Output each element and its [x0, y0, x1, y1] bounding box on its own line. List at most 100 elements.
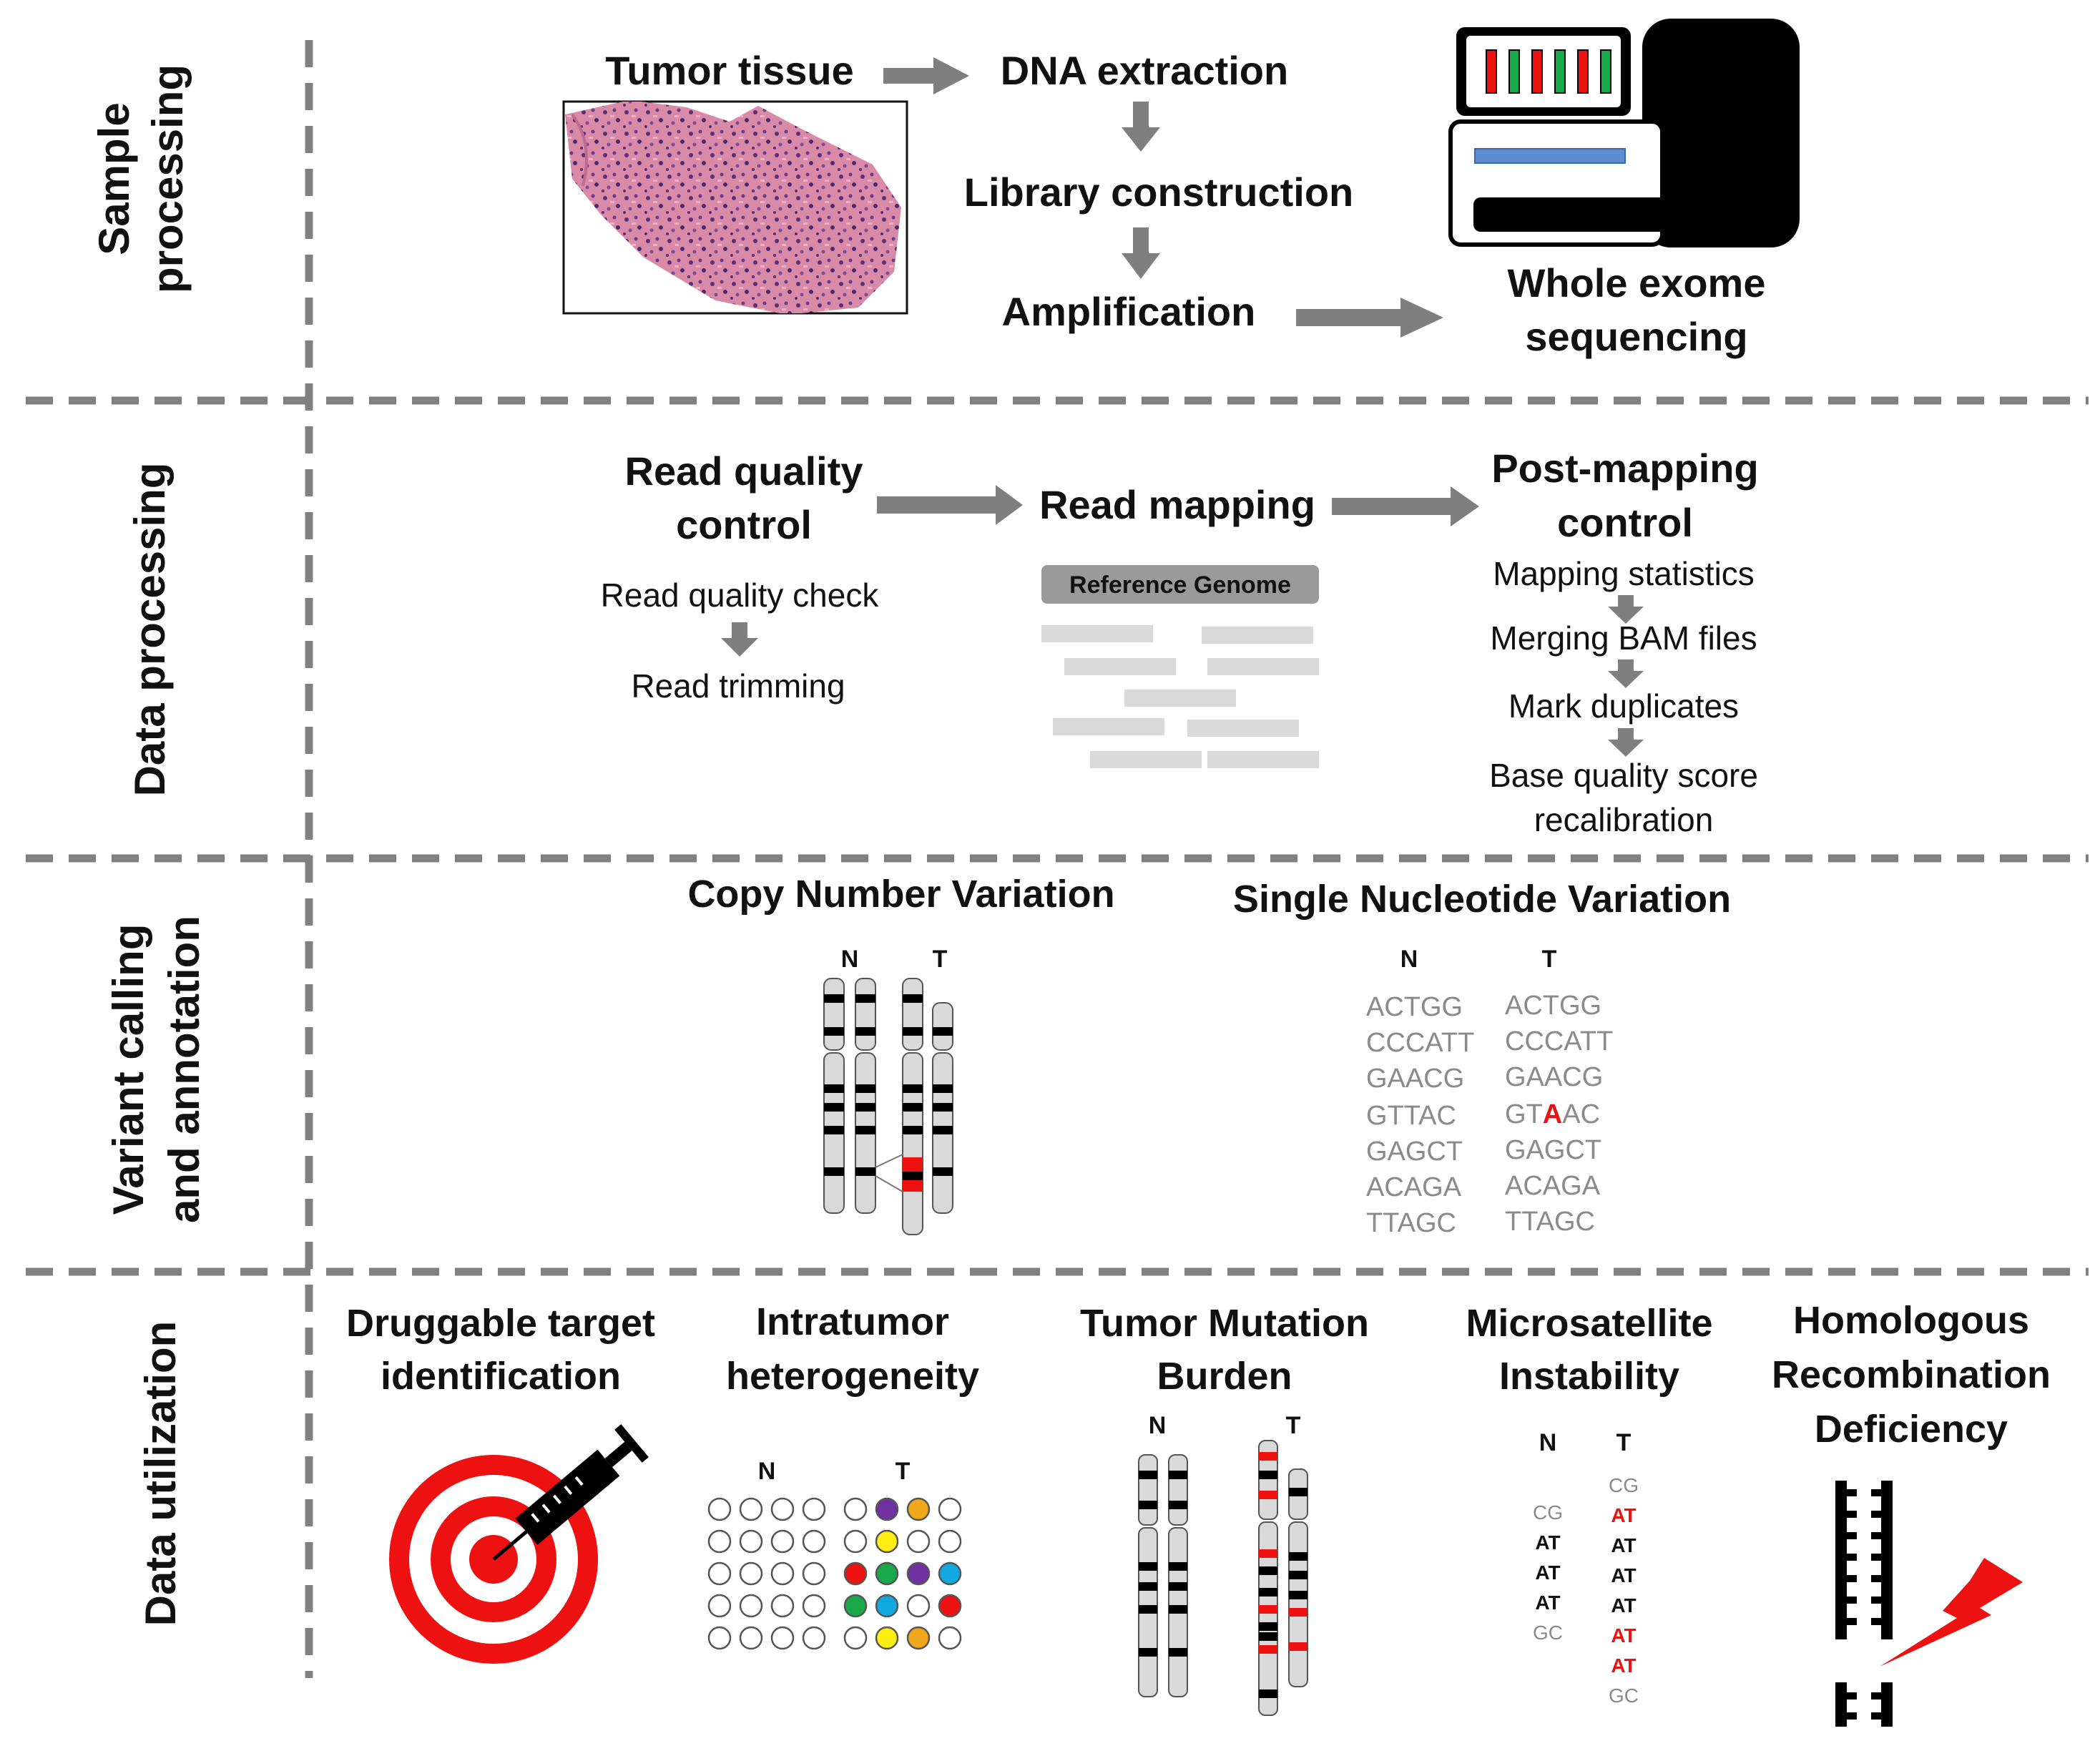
msi-title-1: Microsatellite [1466, 1302, 1712, 1345]
svg-text:Data processing: Data processing [126, 463, 174, 797]
snv-n-seq: GTTAC [1366, 1101, 1456, 1131]
tmb-chromosome-n2 [1168, 1454, 1188, 1697]
msi-n-base: AT [1535, 1561, 1560, 1584]
dna-ladder-top [1835, 1481, 1893, 1639]
row-label-variant-calling: Variant calling and annotation [104, 916, 208, 1223]
ith-cell-grid [707, 1497, 962, 1650]
snv-t-seq: CCCATT [1505, 1026, 1613, 1056]
arrow-down-pmc-3 [1608, 728, 1644, 757]
ith-tumor-cell [906, 1594, 931, 1618]
tmb-chromosome-t1 [1258, 1440, 1278, 1716]
ith-normal-cell [802, 1594, 826, 1618]
druggable-title-2: identification [381, 1355, 621, 1398]
cnv-chromosomes [823, 978, 953, 1235]
arrow-down-rqc [721, 622, 758, 657]
dna-break-icon [1835, 1481, 2023, 1727]
snv-n-seq: GAACG [1366, 1064, 1464, 1094]
snv-t-seq: ACAGA [1505, 1171, 1601, 1201]
ith-normal-cell [707, 1594, 732, 1618]
target-syringe-icon [389, 1424, 649, 1664]
ith-tumor-cell [843, 1497, 868, 1521]
snv-n-seq: TTAGC [1366, 1208, 1456, 1238]
msi-t-label: T [1616, 1429, 1632, 1456]
arrow-down-2 [1122, 227, 1160, 279]
svg-text:processing: processing [144, 64, 192, 293]
tmb-title-2: Burden [1157, 1355, 1292, 1398]
arrow-down-pmc-1 [1608, 595, 1644, 624]
tmb-t-label: T [1286, 1412, 1301, 1439]
ith-normal-cell [707, 1561, 732, 1586]
msi-n-base: AT [1535, 1591, 1560, 1614]
ith-tumor-cell [938, 1626, 962, 1650]
reference-genome-bar: Reference Genome [1041, 565, 1319, 604]
snv-n-label: N [1400, 946, 1418, 973]
ith-title-2: heterogeneity [726, 1355, 979, 1398]
ith-tumor-cell [906, 1529, 931, 1554]
ith-tumor-cell [938, 1497, 962, 1521]
wes-label-line1: Whole exome [1508, 260, 1766, 305]
arrow-down-pmc-2 [1608, 659, 1644, 688]
ith-tumor-cell [875, 1529, 899, 1554]
ith-normal-cell [739, 1626, 763, 1650]
read-mapping-label: Read mapping [1039, 482, 1315, 527]
mark-duplicates-label: Mark duplicates [1508, 687, 1739, 725]
ith-normal-cell [739, 1497, 763, 1521]
ith-normal-cell [707, 1497, 732, 1521]
msi-n-base: GC [1533, 1622, 1563, 1644]
svg-text:Data utilization: Data utilization [137, 1321, 185, 1627]
cnv-title: Copy Number Variation [687, 873, 1114, 916]
cnv-n-label: N [841, 946, 859, 973]
row-dividers [26, 40, 2089, 1678]
row-label-data-processing: Data processing [126, 463, 174, 797]
snv-t-seq-mutated: GTAAC [1505, 1099, 1600, 1129]
arrow-mapping-to-postmapping [1332, 486, 1479, 526]
ith-tumor-cell [875, 1497, 899, 1521]
ith-normal-cell [770, 1529, 795, 1554]
arrow-rqc-to-mapping [877, 485, 1023, 525]
svg-text:Variant calling: Variant calling [104, 924, 152, 1215]
ith-tumor-cell [843, 1626, 868, 1650]
snv-tumor-sequences: ACTGG CCCATT GAACG GTAAC GAGCT ACAGA TTA… [1505, 991, 1613, 1237]
ith-normal-cell [802, 1497, 826, 1521]
snv-t-seq: TTAGC [1505, 1207, 1595, 1237]
ith-tumor-cell [843, 1561, 868, 1586]
merging-bam-label: Merging BAM files [1490, 619, 1757, 657]
ith-normal-cell [802, 1561, 826, 1586]
snv-t-seq: ACTGG [1505, 991, 1601, 1021]
druggable-title-1: Druggable target [346, 1302, 655, 1345]
read-quality-control-line1: Read quality [625, 448, 863, 494]
wes-label-line2: sequencing [1525, 314, 1747, 359]
tmb-chromosomes [1138, 1440, 1308, 1716]
aligned-reads [1041, 625, 1319, 768]
svg-text:Sample: Sample [90, 102, 138, 255]
ith-normal-cell [739, 1561, 763, 1586]
cnv-t-label: T [933, 946, 948, 973]
row-label-data-utilization: Data utilization [137, 1321, 185, 1627]
msi-tumor-column: CG AT AT AT AT AT AT GC [1609, 1474, 1639, 1707]
ith-normal-cell [770, 1497, 795, 1521]
ith-tumor-cell [875, 1594, 899, 1618]
sequencer-icon [1448, 19, 1800, 247]
snv-n-seq: CCCATT [1366, 1028, 1474, 1058]
msi-n-label: N [1539, 1429, 1557, 1456]
ith-n-label: N [758, 1458, 776, 1485]
msi-t-base: AT [1611, 1594, 1636, 1617]
bqsr-label-line2: recalibration [1534, 801, 1714, 838]
hrd-title-2: Recombination [1772, 1353, 2051, 1396]
tmb-chromosome-n1 [1138, 1454, 1158, 1697]
tmb-title-1: Tumor Mutation [1080, 1302, 1369, 1345]
hrd-title-3: Deficiency [1815, 1408, 2008, 1451]
ith-tumor-cell [938, 1594, 962, 1618]
arrow-down-1 [1122, 102, 1160, 152]
msi-t-base: CG [1609, 1474, 1639, 1496]
tumor-tissue-image [562, 100, 908, 315]
msi-t-base: AT [1611, 1534, 1636, 1556]
arrow-tissue-to-dna [883, 57, 969, 94]
hrd-title-1: Homologous [1793, 1299, 2029, 1342]
ith-tumor-cell [906, 1497, 931, 1521]
arrow-amplification-to-wes [1296, 298, 1443, 338]
dna-ladder-bottom [1835, 1682, 1893, 1727]
ith-normal-cell [739, 1529, 763, 1554]
snv-t-label: T [1542, 946, 1557, 973]
dna-extraction-label: DNA extraction [1001, 48, 1288, 93]
